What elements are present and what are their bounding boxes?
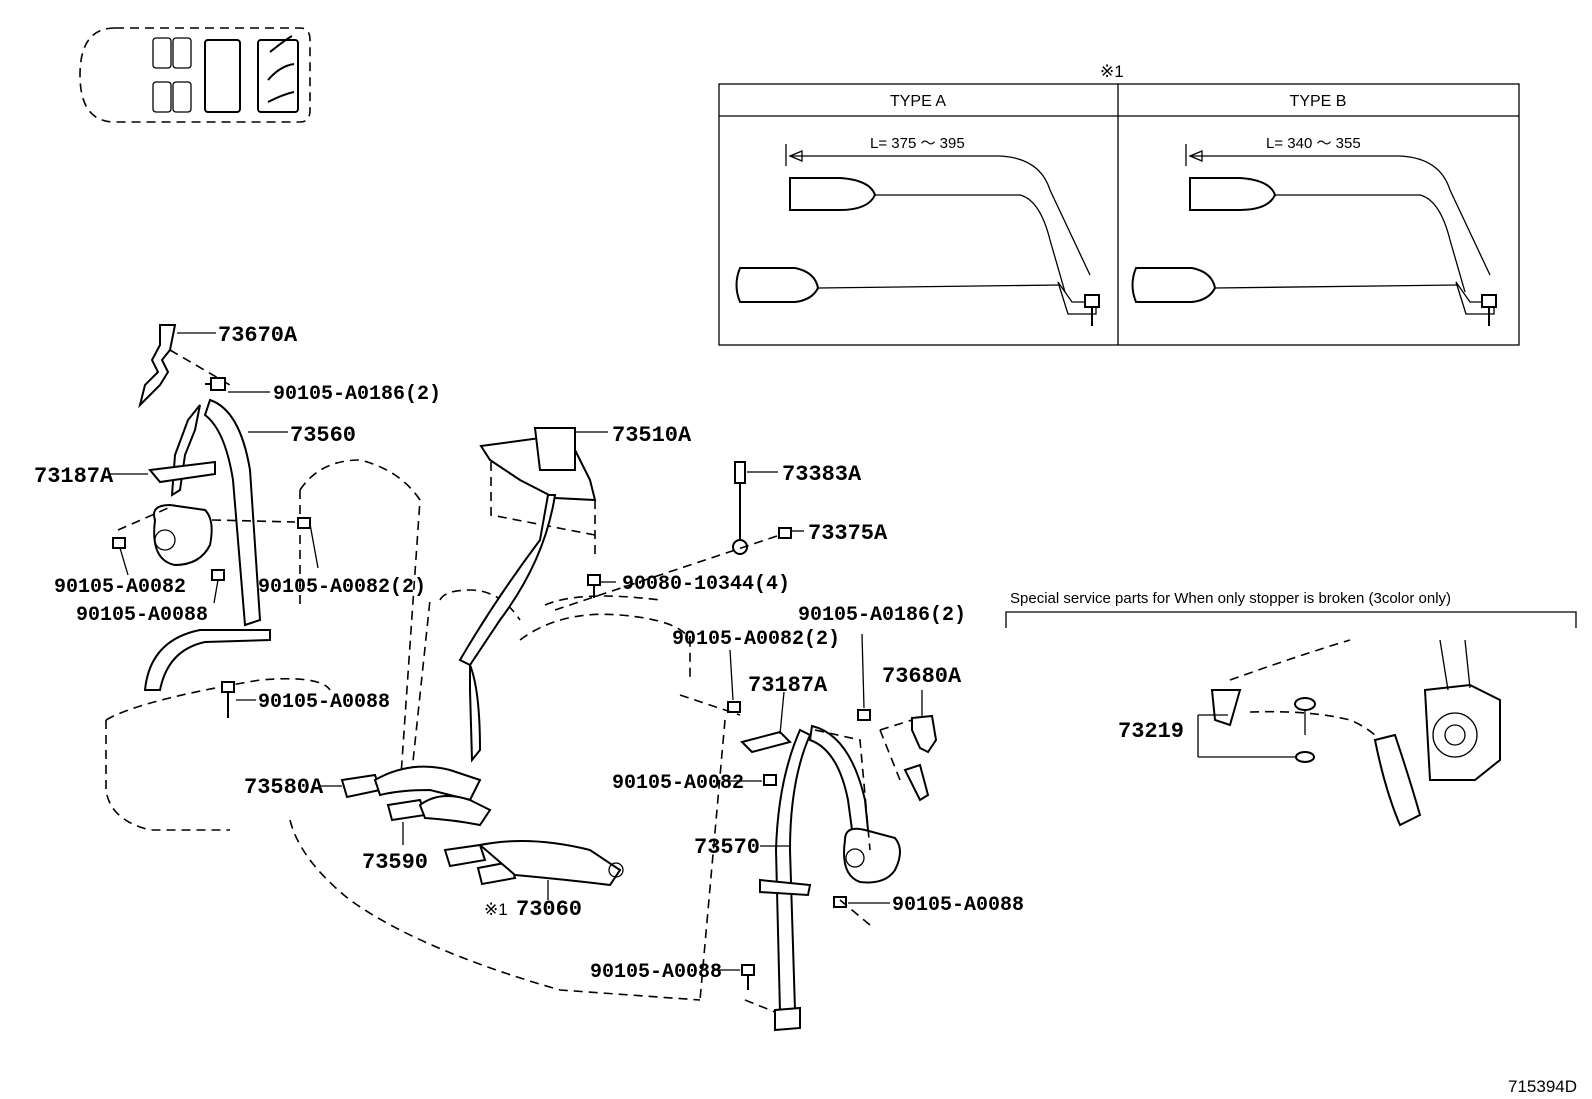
rear-seat-outline [105, 459, 701, 1001]
part-label-90105-A0082-left: 90105-A0082 [54, 576, 186, 599]
center-seat-belt-assembly [458, 427, 601, 763]
part-label-73670A: 73670A [218, 323, 298, 348]
type-a-buckle-drawing: L= 375 ～ 395 [735, 135, 1100, 326]
right-seat-belt-assembly [679, 694, 938, 1032]
type-a-header: TYPE A [890, 93, 946, 110]
part-label-73060: 73060 [516, 897, 582, 922]
special-service-heading: Special service parts for When only stop… [1010, 590, 1451, 607]
part-label-73187A-left: 73187A [34, 464, 114, 489]
part-label-73580A: 73580A [244, 775, 324, 800]
part-labels: 73670A 90105-A0186(2) 73560 73187A 90105… [34, 323, 1024, 984]
strap-73383a [554, 461, 792, 611]
buckle-assemblies [340, 765, 624, 887]
part-label-73510A: 73510A [612, 423, 692, 448]
left-seat-belt-assembly [112, 324, 311, 718]
type-b-header: TYPE B [1290, 93, 1347, 110]
part-label-73590: 73590 [362, 850, 428, 875]
part-label-90105-A0082-2-right: 90105-A0082(2) [672, 628, 840, 651]
part-73060-note-marker: ※1 [484, 900, 508, 919]
type-a-length-label: L= 375 ～ 395 [870, 135, 965, 152]
diagram-reference-number: 715394D [1508, 1077, 1577, 1096]
part-label-90105-A0082-right: 90105-A0082 [612, 772, 744, 795]
special-service-section: Special service parts for When only stop… [1005, 590, 1577, 827]
part-label-73570: 73570 [694, 835, 760, 860]
part-label-73560: 73560 [290, 423, 356, 448]
type-inset-table: ※1 TYPE A TYPE B L= 375 ～ 395 L= 340 ～ 3… [718, 62, 1520, 346]
part-label-73383A: 73383A [782, 462, 862, 487]
type-b-length-label: L= 340 ～ 355 [1266, 135, 1361, 152]
inset-note-marker: ※1 [1100, 62, 1124, 81]
part-label-73375A: 73375A [808, 521, 888, 546]
part-label-90105-A0186-2-right: 90105-A0186(2) [798, 604, 966, 627]
part-label-73680A: 73680A [882, 664, 962, 689]
part-label-90105-A0088-bottom: 90105-A0088 [590, 961, 722, 984]
part-label-90105-A0186-2-left: 90105-A0186(2) [273, 383, 441, 406]
part-label-73187A-right: 73187A [748, 673, 828, 698]
part-label-90105-A0082-2-left: 90105-A0082(2) [258, 576, 426, 599]
part-label-90105-A0088-right: 90105-A0088 [892, 894, 1024, 917]
part-label-73219: 73219 [1118, 719, 1184, 744]
part-label-90080-10344-4: 90080-10344(4) [622, 573, 790, 596]
part-label-90105-A0088-seat: 90105-A0088 [258, 691, 390, 714]
part-label-90105-A0088-left: 90105-A0088 [76, 604, 208, 627]
type-b-buckle-drawing: L= 340 ～ 355 [1131, 135, 1497, 326]
leader-lines [110, 332, 923, 971]
vehicle-locator-icon [79, 27, 311, 123]
